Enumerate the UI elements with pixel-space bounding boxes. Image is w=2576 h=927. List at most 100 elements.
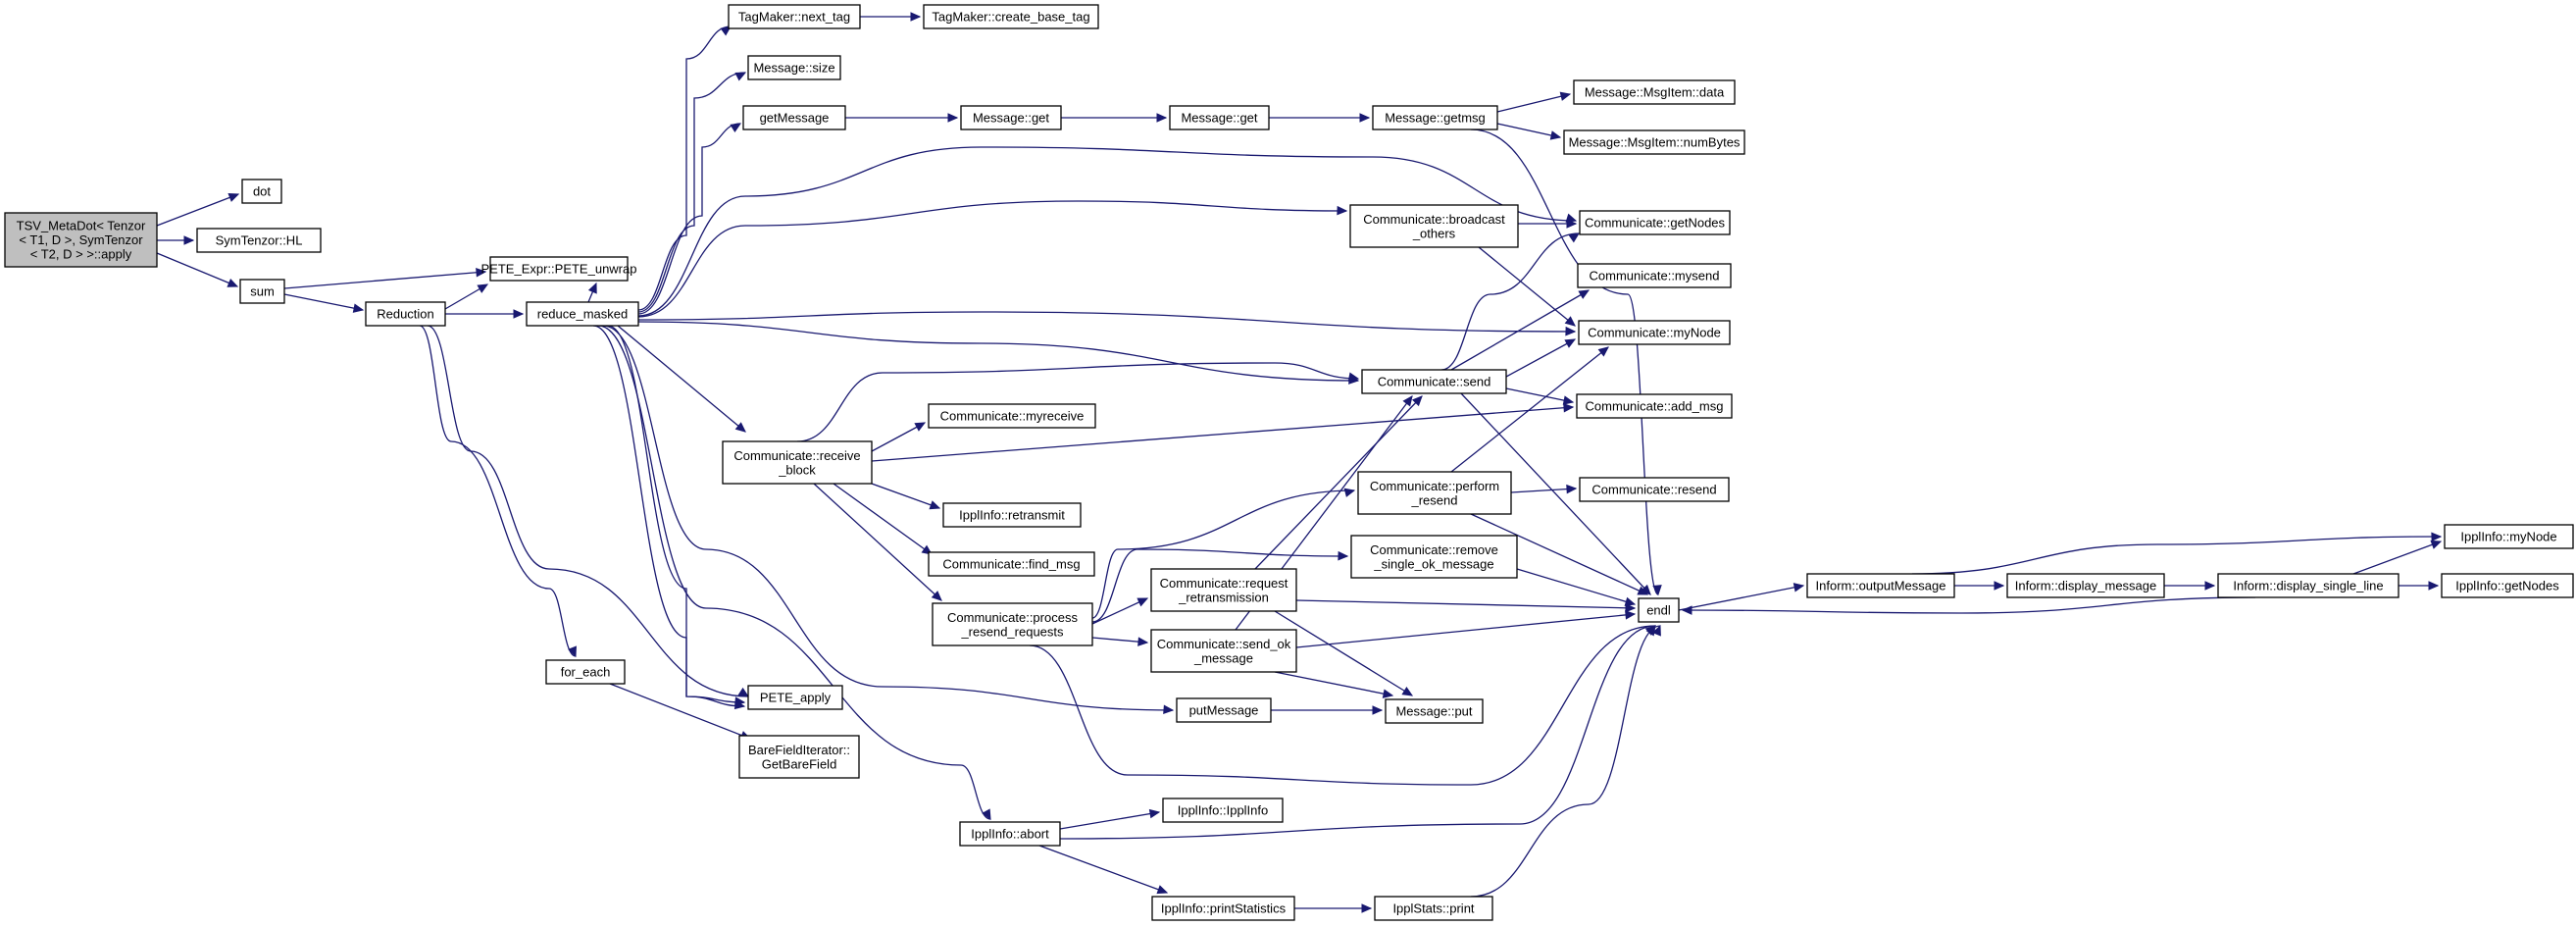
arrowhead-icon: [1566, 219, 1578, 229]
node-create_base_tag[interactable]: TagMaker::create_base_tag: [923, 4, 1099, 29]
node-msgitem_data[interactable]: Message::MsgItem::data: [1573, 79, 1736, 105]
node-getnodes[interactable]: Communicate::getNodes: [1579, 210, 1731, 235]
node-process_resend[interactable]: Communicate::process_resend_requests: [932, 602, 1093, 646]
edge-request_retrans-to-msg_put: [1274, 610, 1414, 696]
arrowhead-icon: [1564, 316, 1576, 327]
edge-reduce_masked-to-putmessage: [602, 325, 1175, 714]
edge-receive_block-to-myreceive: [871, 422, 927, 452]
node-ippl_abort[interactable]: IpplInfo::abort: [959, 821, 1061, 847]
edge-process_resend-to-remove_single: [1091, 548, 1349, 623]
edge-getmessage-to-msg_get1: [845, 113, 959, 123]
arrowhead-icon: [733, 699, 746, 710]
node-label: TagMaker::next_tag: [738, 10, 850, 25]
arrowhead-icon: [1163, 704, 1175, 714]
node-label: _resend_requests: [960, 624, 1064, 639]
node-myreceive[interactable]: Communicate::myreceive: [928, 403, 1096, 429]
edge-perform_resend-to-mynode: [1450, 346, 1609, 473]
arrowhead-icon: [1559, 91, 1572, 101]
arrowhead-icon: [734, 422, 746, 433]
edge-display_single-to-endl: [1681, 596, 2256, 615]
edge-reduce_masked-to-send: [637, 321, 1360, 385]
arrowhead-icon: [734, 72, 747, 81]
edge-apply-to-dot: [156, 192, 240, 227]
node-request_retrans[interactable]: Communicate::request_retransmission: [1150, 568, 1297, 612]
arrowhead-icon: [1148, 808, 1161, 819]
node-ipplstats_print[interactable]: IpplStats::print: [1374, 896, 1493, 921]
edge-reduce_masked-to-pete_unwrap: [587, 282, 597, 303]
node-pete_unwrap[interactable]: PETE_Expr::PETE_unwrap: [481, 256, 637, 282]
node-next_tag[interactable]: TagMaker::next_tag: [728, 4, 861, 29]
arrowhead-icon: [1564, 338, 1577, 348]
edge-getmsg-to-endl: [1470, 129, 1662, 596]
node-ippl_getnodes[interactable]: IpplInfo::getNodes: [2441, 573, 2574, 598]
node-ippl_mynode[interactable]: IpplInfo::myNode: [2444, 524, 2574, 549]
edge-reduce_masked-to-pete_apply: [592, 325, 746, 710]
node-msg_size[interactable]: Message::size: [747, 55, 841, 80]
node-mysend[interactable]: Communicate::mysend: [1577, 263, 1732, 288]
arrowhead-icon: [1137, 637, 1149, 646]
node-apply[interactable]: TSV_MetaDot< Tenzor< T1, D >, SymTenzor<…: [4, 212, 158, 268]
node-label: endl: [1646, 603, 1671, 618]
node-pete_apply[interactable]: PETE_apply: [747, 685, 843, 710]
arrowhead-icon: [730, 123, 742, 133]
node-dot[interactable]: dot: [241, 179, 282, 204]
node-label: _retransmission: [1178, 590, 1269, 604]
node-label: Message::MsgItem::data: [1585, 85, 1725, 100]
node-msg_get2[interactable]: Message::get: [1169, 105, 1270, 130]
node-reduction[interactable]: Reduction: [365, 301, 446, 327]
node-for_each[interactable]: for_each: [545, 659, 626, 685]
node-getmsg[interactable]: Message::getmsg: [1372, 105, 1498, 130]
edge-reduction-to-pete_unwrap: [444, 283, 489, 310]
edge-send-to-mysend: [1450, 289, 1591, 371]
edge-receive_block-to-send: [796, 362, 1360, 442]
edge-for_each-to-bfi: [609, 683, 752, 740]
node-endl[interactable]: endl: [1638, 597, 1680, 623]
node-putmessage[interactable]: putMessage: [1176, 697, 1272, 723]
node-reduce_masked[interactable]: reduce_masked: [526, 301, 639, 327]
edge-display_message-to-display_single: [2164, 581, 2216, 591]
node-find_msg[interactable]: Communicate::find_msg: [928, 551, 1095, 577]
node-label: Message::get: [973, 111, 1049, 126]
arrowhead-icon: [227, 278, 239, 287]
node-msg_put[interactable]: Message::put: [1385, 698, 1484, 724]
node-display_single[interactable]: Inform::display_single_line: [2217, 573, 2399, 598]
node-send[interactable]: Communicate::send: [1361, 369, 1507, 394]
node-label: sum: [250, 284, 275, 299]
node-send_ok[interactable]: Communicate::send_ok_message: [1150, 629, 1297, 673]
node-resend[interactable]: Communicate::resend: [1579, 477, 1730, 502]
node-label: IpplInfo::abort: [971, 827, 1049, 842]
node-msgitem_numbytes[interactable]: Message::MsgItem::numBytes: [1563, 129, 1745, 155]
node-printstats[interactable]: IpplInfo::printStatistics: [1151, 896, 1295, 921]
edge-reduce_masked-to-msg_size: [637, 72, 747, 313]
node-add_msg[interactable]: Communicate::add_msg: [1576, 393, 1733, 419]
node-msg_get1[interactable]: Message::get: [960, 105, 1062, 130]
edge-msg_get2-to-getmsg: [1269, 113, 1371, 123]
arrowhead-icon: [2430, 540, 2443, 549]
arrowhead-icon: [1156, 885, 1169, 895]
node-retransmit[interactable]: IpplInfo::retransmit: [942, 502, 1082, 528]
node-label: for_each: [561, 665, 611, 680]
edge-ippl_abort-to-ipplinfo_ctor: [1059, 808, 1161, 830]
node-ipplinfo_ctor[interactable]: IpplInfo::IpplInfo: [1162, 798, 1284, 823]
node-label: < T2, D > >::apply: [30, 247, 132, 262]
edges: [156, 12, 2443, 913]
node-getmessage[interactable]: getMessage: [742, 105, 846, 130]
node-label: Communicate::myNode: [1588, 326, 1721, 340]
arrowhead-icon: [1359, 113, 1371, 123]
arrowhead-icon: [931, 591, 942, 601]
node-outputmessage[interactable]: Inform::outputMessage: [1806, 573, 1955, 598]
node-broadcast[interactable]: Communicate::broadcast_others: [1349, 204, 1519, 248]
node-remove_single[interactable]: Communicate::remove_single_ok_message: [1350, 535, 1518, 579]
node-bfi[interactable]: BareFieldIterator::GetBareField: [738, 735, 860, 779]
node-receive_block[interactable]: Communicate::receive_block: [722, 440, 873, 485]
node-label: < T1, D >, SymTenzor: [19, 232, 143, 247]
arrowhead-icon: [1347, 372, 1360, 382]
node-sum[interactable]: sum: [239, 279, 285, 304]
node-perform_resend[interactable]: Communicate::perform_resend: [1357, 471, 1512, 515]
node-mynode[interactable]: Communicate::myNode: [1578, 320, 1731, 345]
edge-send-to-getnodes: [1440, 232, 1581, 371]
edge-reduction-to-reduce_masked: [445, 309, 525, 319]
node-symhl[interactable]: SymTenzor::HL: [196, 228, 322, 253]
node-display_message[interactable]: Inform::display_message: [2006, 573, 2165, 598]
edge-display_single-to-ippl_getnodes: [2399, 581, 2440, 591]
